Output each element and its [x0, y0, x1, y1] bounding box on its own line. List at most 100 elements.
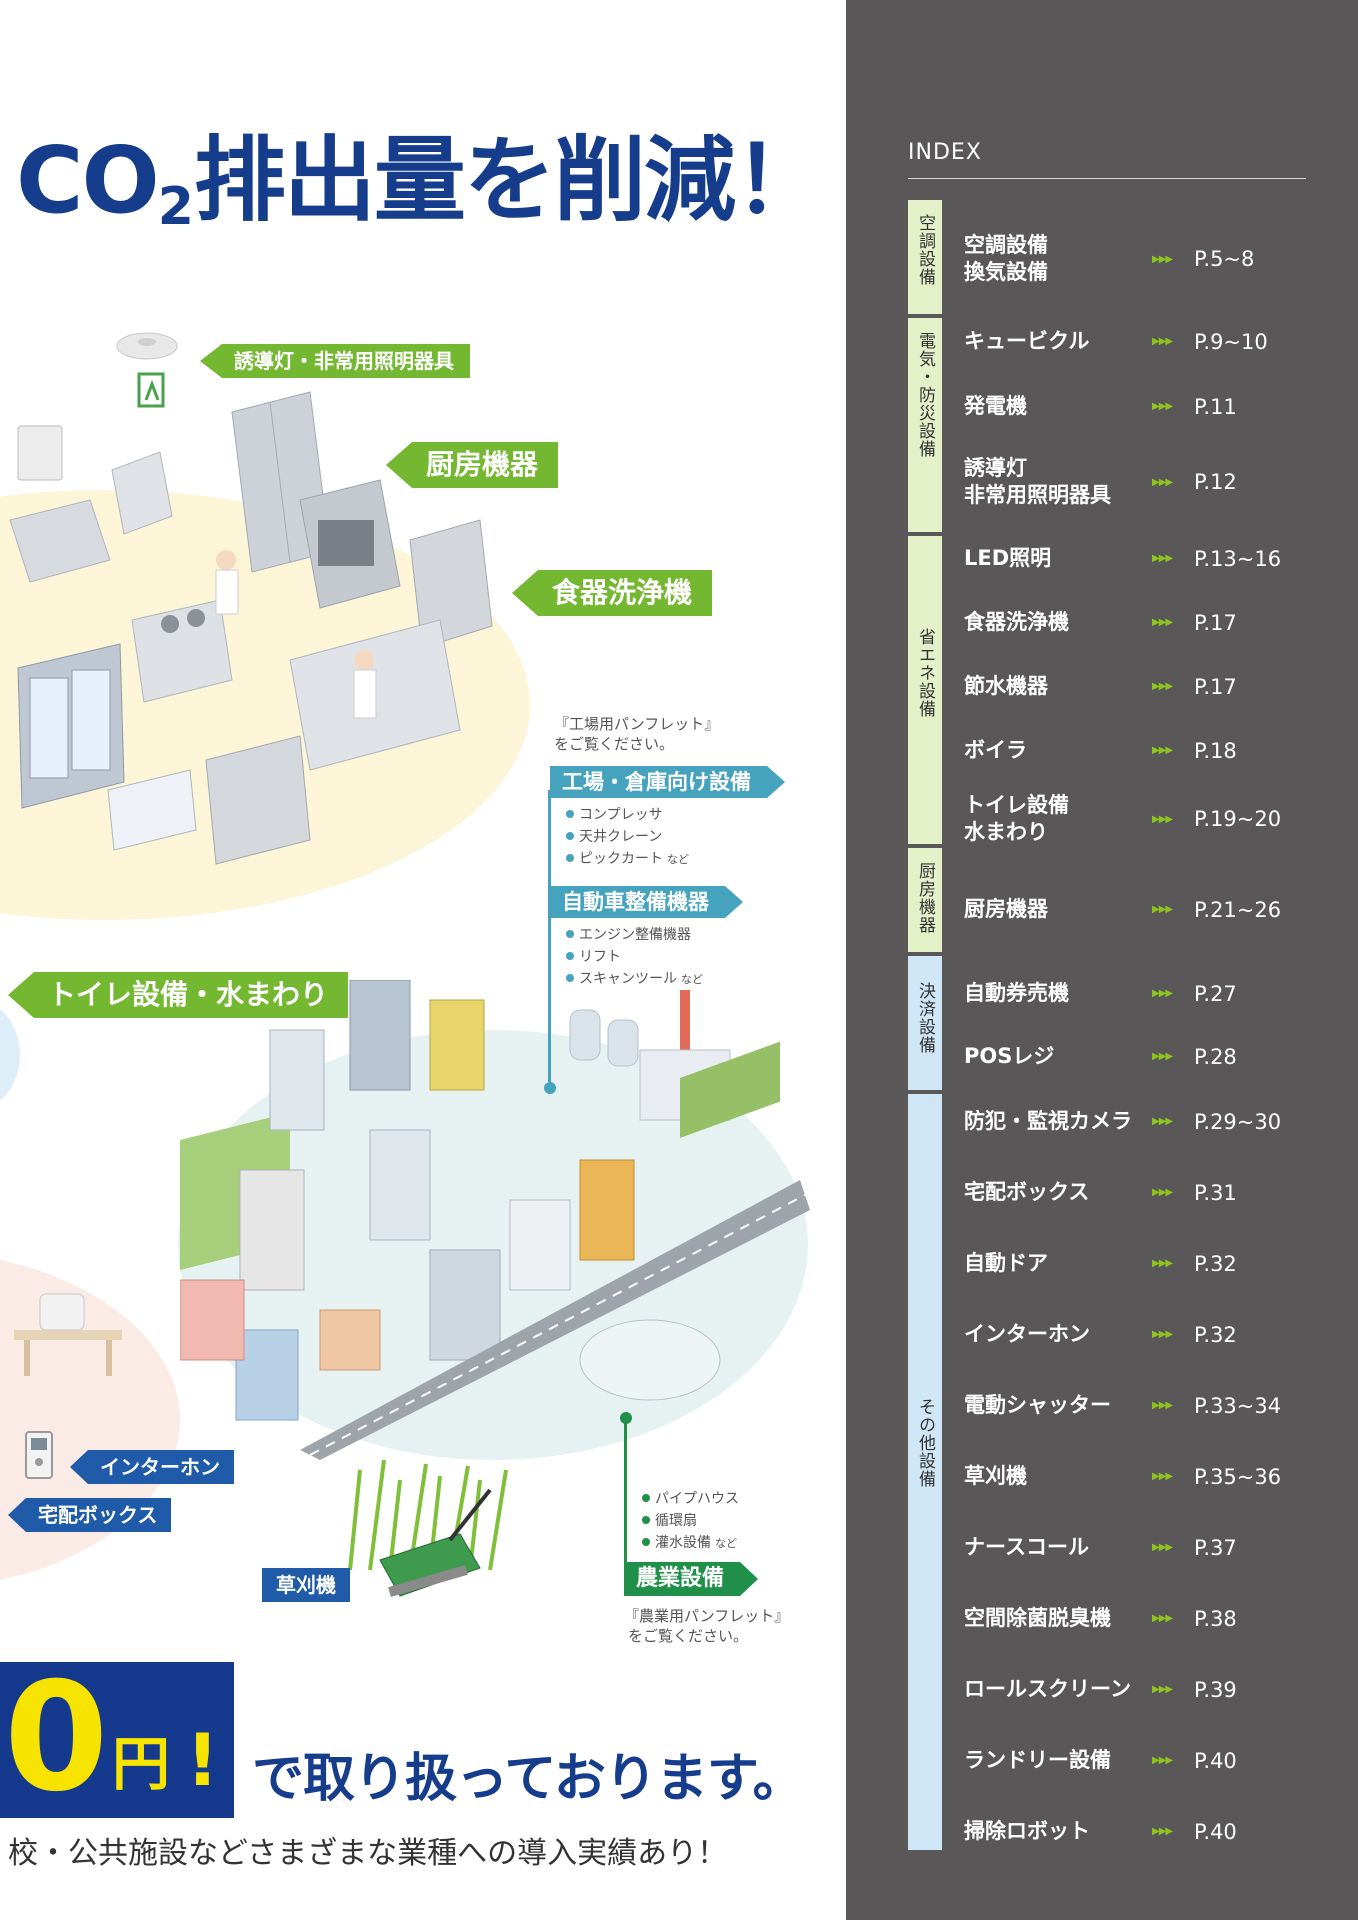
index-item-nurse-call[interactable]: ナースコール▶▶▶P.37 — [964, 1534, 1344, 1561]
index-item-page: P.35~36 — [1194, 1464, 1282, 1489]
triple-arrow-icon: ▶▶▶ — [1152, 1258, 1173, 1269]
laundry-basket-icon — [39, 1293, 85, 1331]
index-item-led[interactable]: LED照明▶▶▶P.13~16 — [964, 545, 1344, 572]
agri-note-line: 『農業用パンフレット』 — [624, 1607, 790, 1625]
triple-arrow-icon: ▶▶▶ — [1152, 904, 1173, 915]
factory-tank-icon — [569, 1009, 601, 1061]
index-item-ticket-machine[interactable]: 自動券売機▶▶▶P.27 — [964, 980, 1344, 1007]
headline-rest: 排出量を削減！ — [193, 127, 826, 234]
triple-arrow-icon: ▶▶▶ — [1152, 253, 1173, 265]
intercom-device-icon — [25, 1431, 53, 1479]
fryer-icon — [9, 499, 111, 583]
bread-case-icon — [107, 769, 197, 851]
index-item-air-conditioning[interactable]: 空調設備 換気設備▶▶▶P.5~8 — [964, 232, 1344, 286]
index-item-page: P.21~26 — [1194, 897, 1282, 922]
triple-arrow-icon: ▶▶▶ — [1152, 1471, 1173, 1482]
triple-arrow-icon: ▶▶▶ — [1152, 476, 1173, 488]
index-item-cleaning-robot[interactable]: 掃除ロボット▶▶▶P.40 — [964, 1818, 1344, 1845]
apartment-building-icon — [369, 1129, 431, 1241]
index-item-security-camera[interactable]: 防犯・監視カメラ▶▶▶P.29~30 — [964, 1108, 1344, 1135]
auto-equipment-tag: 自動車整備機器 — [550, 886, 743, 918]
fryer-station-icon — [205, 735, 311, 865]
index-item-page: P.13~16 — [1194, 546, 1282, 571]
index-item-name: 電動シャッター — [964, 1393, 1111, 1417]
water-heater-icon — [17, 425, 63, 481]
index-item-name: ボイラ — [964, 738, 1027, 762]
zero-yen-box — [0, 1662, 234, 1818]
office-building-icon — [429, 999, 485, 1091]
index-item-water-saving[interactable]: 節水機器▶▶▶P.17 — [964, 673, 1344, 700]
index-item-automatic-door[interactable]: 自動ドア▶▶▶P.32 — [964, 1250, 1344, 1277]
factory-note-line: 『工場用パンフレット』 — [554, 715, 720, 733]
category-other: その他設備 — [908, 1094, 942, 1850]
index-item-intercom[interactable]: インターホン▶▶▶P.32 — [964, 1321, 1344, 1348]
index-item-page: P.19~20 — [1194, 807, 1282, 831]
index-title: INDEX — [908, 140, 982, 165]
index-item-name: ランドリー設備 — [964, 1748, 1111, 1772]
category-payment: 決済設備 — [908, 956, 942, 1090]
triple-arrow-icon: ▶▶▶ — [1152, 1684, 1173, 1695]
index-item-name: 発電機 — [964, 394, 1027, 418]
apartment-building-icon — [239, 1169, 305, 1291]
index-item-cubicle[interactable]: キュービクル▶▶▶P.9~10 — [964, 328, 1344, 355]
exclamation-mark: ! — [186, 1718, 219, 1802]
road-icon — [300, 1180, 810, 1460]
category-label: 決済設備 — [915, 982, 935, 1054]
index-item-kitchen[interactable]: 厨房機器 ▶▶▶ P.21~26 — [964, 896, 1344, 923]
index-item-laundry[interactable]: ランドリー設備▶▶▶P.40 — [964, 1747, 1344, 1774]
index-item-generator[interactable]: 発電機▶▶▶P.11 — [964, 393, 1344, 420]
callout-kitchen: 厨房機器 — [386, 442, 559, 488]
index-item-emergency-light[interactable]: 誘導灯 非常用照明器具▶▶▶P.12 — [964, 455, 1344, 509]
index-item-name: 宅配ボックス — [964, 1180, 1090, 1204]
triple-arrow-icon: ▶▶▶ — [1152, 1400, 1173, 1411]
office-building-icon — [509, 1199, 571, 1291]
office-building-icon — [269, 1029, 325, 1131]
index-item-page: P.17 — [1194, 674, 1237, 699]
chef-icon — [354, 650, 374, 670]
index-item-name: 防犯・監視カメラ — [964, 1109, 1132, 1133]
index-item-air-sterilizer[interactable]: 空間除菌脱臭機▶▶▶P.38 — [964, 1605, 1344, 1632]
index-item-boiler[interactable]: ボイラ▶▶▶P.18 — [964, 737, 1344, 764]
index-item-page: P.32 — [1194, 1322, 1237, 1347]
category-label: 空調設備 — [915, 214, 935, 286]
factory-item: 天井クレーン — [566, 826, 689, 848]
category-air-conditioning: 空調設備 — [908, 200, 942, 314]
category-kitchen: 厨房機器 — [908, 848, 942, 952]
index-item-name: 自動ドア — [964, 1251, 1048, 1275]
toilet-area-background — [0, 1000, 20, 1110]
agri-item: 循環扇 — [642, 1510, 739, 1532]
apartment-building-icon — [235, 1329, 299, 1421]
office-building-icon — [579, 1159, 635, 1261]
chef-icon — [216, 550, 236, 570]
agri-item-list: パイプハウス 循環扇 灌水設備など — [642, 1488, 739, 1555]
index-item-delivery-box[interactable]: 宅配ボックス▶▶▶P.31 — [964, 1179, 1344, 1206]
triple-arrow-icon: ▶▶▶ — [1152, 336, 1173, 347]
triple-arrow-icon: ▶▶▶ — [1152, 1051, 1173, 1062]
index-item-page: P.29~30 — [1194, 1109, 1282, 1134]
category-energy-saving: 省エネ設備 — [908, 536, 942, 844]
triple-arrow-icon: ▶▶▶ — [1152, 617, 1173, 628]
yen-label: 円 — [112, 1730, 171, 1798]
index-item-page: P.17 — [1194, 610, 1237, 635]
footer-text: 校・公共施設などさまざまな業種への導入実績あり！ — [8, 1836, 728, 1871]
index-item-page: P.40 — [1194, 1748, 1237, 1773]
factory-note-line: をご覧ください。 — [554, 735, 675, 753]
auto-item-list: エンジン整備機器 リフト スキャンツールなど — [566, 924, 703, 991]
index-item-page: P.5~8 — [1194, 247, 1255, 271]
index-item-shutter[interactable]: 電動シャッター▶▶▶P.33~34 — [964, 1392, 1344, 1419]
index-item-dishwasher[interactable]: 食器洗浄機▶▶▶P.17 — [964, 609, 1344, 636]
index-item-toilet[interactable]: トイレ設備 水まわり▶▶▶P.19~20 — [964, 792, 1344, 846]
mower-icon — [379, 1533, 481, 1597]
index-item-roll-screen[interactable]: ロールスクリーン▶▶▶P.39 — [964, 1676, 1344, 1703]
callout-toilet: トイレ設備・水まわり — [8, 972, 349, 1018]
index-item-pos[interactable]: POSレジ▶▶▶P.28 — [964, 1043, 1344, 1070]
city-illustration — [180, 980, 810, 1460]
shop-building-icon — [319, 1309, 381, 1371]
index-item-mower[interactable]: 草刈機▶▶▶P.35~36 — [964, 1463, 1344, 1490]
triple-arrow-icon: ▶▶▶ — [1152, 401, 1173, 412]
headline-co: CO — [16, 127, 160, 234]
index-item-name: 厨房機器 — [964, 897, 1048, 921]
index-item-page: P.12 — [1194, 470, 1237, 494]
auto-item: リフト — [566, 946, 703, 968]
mower-illustration — [348, 1459, 508, 1597]
